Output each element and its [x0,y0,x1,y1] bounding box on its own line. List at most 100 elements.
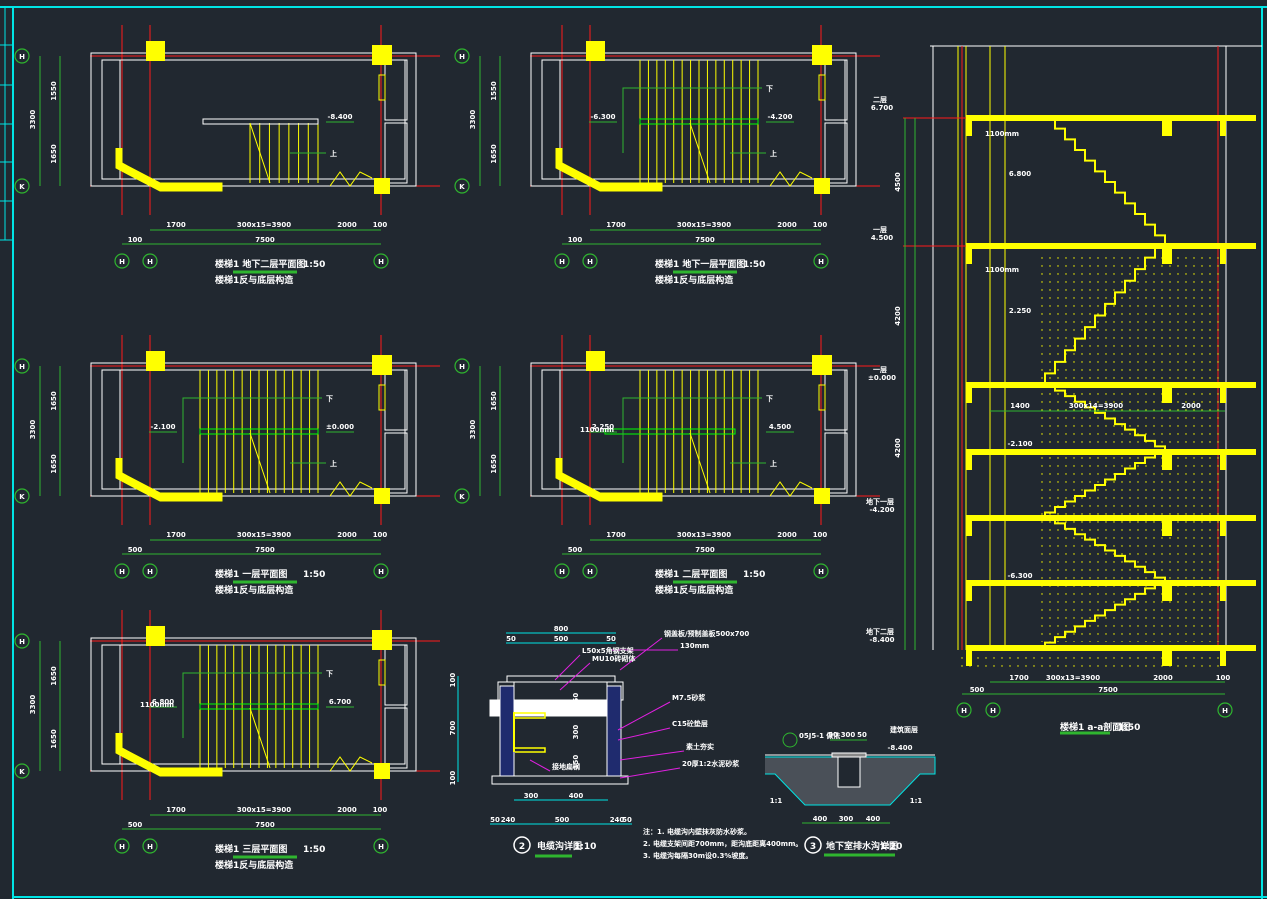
column [586,41,605,61]
axis-bubble: H [454,48,470,64]
dim-text: 50 [506,635,516,643]
slab-beam [966,518,972,536]
axis-bubble-label: H [147,568,153,576]
dim-text: 100 [1216,674,1231,682]
window [378,74,386,101]
axis-bubble: H [985,702,1001,718]
direction-arrow [622,87,762,153]
dim-text: 1700 [606,221,626,229]
dim-text: 100 [449,771,457,786]
floor-slab [966,243,1256,249]
level-label: -8.400 [327,113,352,121]
dim-text: 7500 [1098,686,1118,694]
axis-bubble-label: K [19,768,25,776]
landing-level: 2.250 [1009,307,1031,315]
dim-text: 3300 [29,695,37,715]
door-swing [329,171,373,187]
title-block-grid [0,7,13,241]
dim-text: 800 [554,625,569,633]
axis-bubble-label: K [459,183,465,191]
axis-bubble-circle [14,48,30,64]
dim-text: 1700 [166,531,186,539]
leader-label: MU10砖砌体 [592,654,636,663]
axis-bubble: H [14,358,30,374]
column [372,630,392,650]
dim-text: 50 [828,731,838,739]
axis-bubble-circle [14,488,30,504]
outer-wall [530,362,857,497]
axis-bubble-label: H [147,843,153,851]
cover-slab [506,675,616,683]
leader-line [559,662,591,691]
landing-level: -6.300 [1007,572,1032,580]
slope-label: 1:1 [910,797,923,805]
level-label-value: 4.500 [871,234,893,242]
dim-text: 7500 [695,236,715,244]
dim-text: 300 [841,731,856,739]
axis-bubble: K [14,488,30,504]
slab-beam [1220,452,1226,470]
dim-text: 400 [569,792,584,800]
dim-text: 500 [554,635,569,643]
dim-text: 2000 [777,221,797,229]
dim-text: 7500 [255,546,275,554]
level-label-name: 一层 [873,225,887,234]
break-line [689,122,711,184]
door-swing [769,481,813,497]
leader-label: 20厚1:2水泥砂浆 [682,759,740,768]
wall-pier [101,59,121,180]
axis-bubble-circle [373,563,389,579]
dim-text: 500 [568,546,583,554]
axis-bubble-circle [985,702,1001,718]
room-box [824,59,848,121]
axis-bubble-circle [142,253,158,269]
dim-text: 500 [128,546,143,554]
axis-bubble-label: H [587,258,593,266]
leader-line [619,767,681,779]
axis-bubble-circle [373,838,389,854]
axis-bubble-label: H [119,843,125,851]
room-box [384,644,408,706]
plan-subtitle: 楼梯1反与底层构造 [655,584,734,596]
direction-label-up: 上 [770,149,777,158]
axis-bubble-label: H [961,707,967,715]
column [146,351,165,371]
dim-text: 1550 [490,81,498,101]
dim-text: 1700 [166,221,186,229]
detail-number: 3 [810,842,816,852]
break-line [249,707,271,769]
dim-text: 3300 [469,110,477,130]
dim-text: 2000 [777,531,797,539]
column [146,41,165,61]
dim-text: 3300 [29,110,37,130]
detail-scale: 1:20 [880,842,902,852]
axis-bubble-circle [114,838,130,854]
section-a-a[interactable]: 二层6.700一层4.500一层±0.000地下一层-4.200地下二层-8.4… [866,45,1262,735]
axis-bubble-circle [14,763,30,779]
detail-number-circle [804,836,822,854]
level-label: ±0.000 [326,423,354,431]
callout-label: 05J5-1 做法 [799,731,840,740]
room-box [384,59,408,121]
rail-note: 1100mm [985,130,1019,138]
slab-beam [1220,385,1226,403]
axis-bubble-label: H [459,363,465,371]
leader-label: M7.5砂浆 [672,693,706,702]
dim-text: 3300 [29,420,37,440]
axis-bubble-circle [142,563,158,579]
grate [831,752,867,758]
axis-bubble-label: K [459,493,465,501]
level-label: 2.250 [592,423,614,431]
axis-bubble-label: H [990,707,996,715]
slab-beam [966,118,972,136]
dim-text: 2000 [337,531,357,539]
axis-bubble-label: H [119,568,125,576]
